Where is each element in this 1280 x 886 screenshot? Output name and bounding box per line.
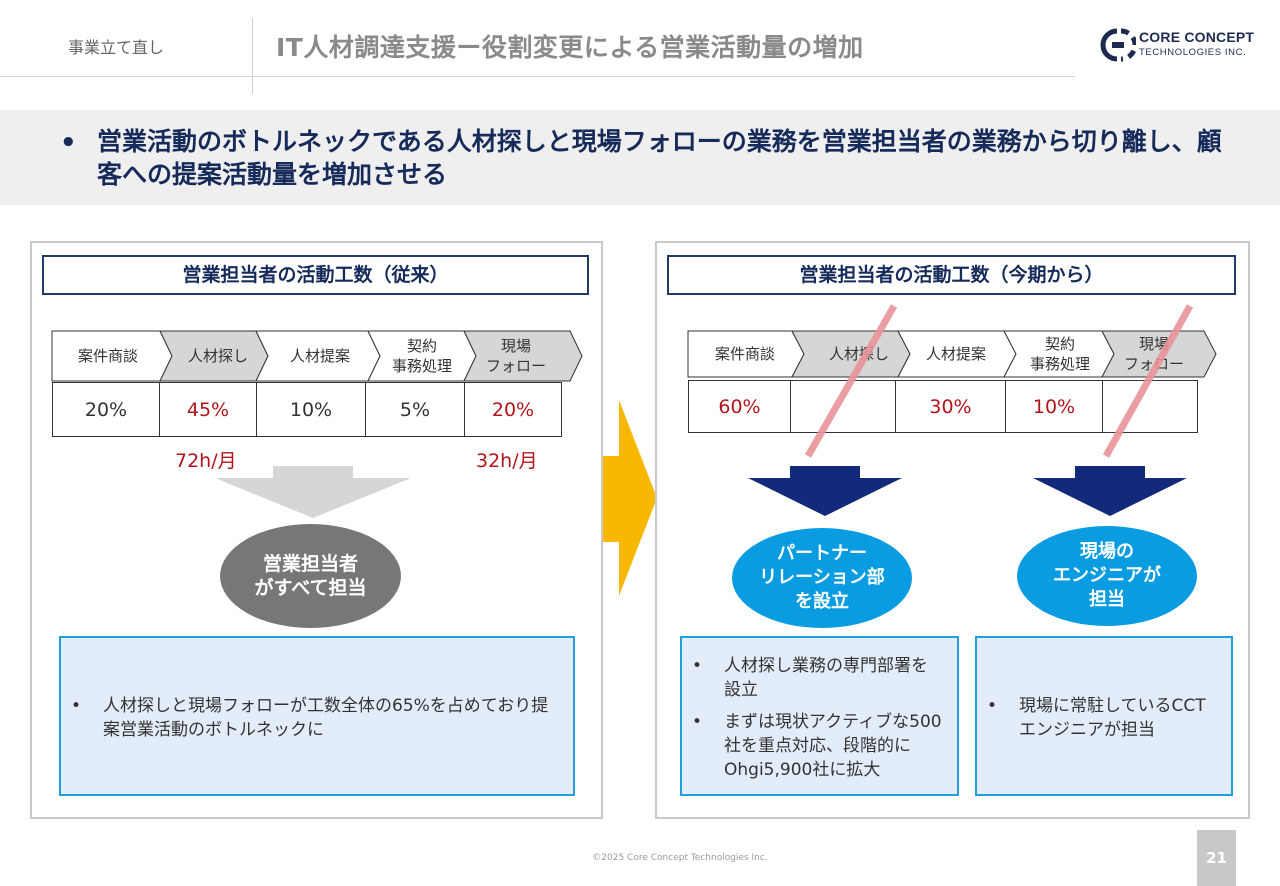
partner-relations-dept-ellipse: パートナー リレーション部 を設立 xyxy=(732,528,912,628)
value-cell: 5% xyxy=(365,382,465,437)
slide-title: IT人材調達支援ー役割変更による営業活動量の増加 xyxy=(276,33,864,62)
key-message-banner xyxy=(0,110,1280,205)
note-text: まずは現状アクティブな500社を重点対応、段階的にOhgi5,900社に拡大 xyxy=(724,712,942,780)
value-cell: 10% xyxy=(1005,380,1103,433)
header-divider-vertical xyxy=(252,18,253,94)
copyright-text: ©2025 Core Concept Technologies Inc. xyxy=(592,853,768,863)
step-label: 人材探し xyxy=(828,345,889,363)
right-note-box-left: • 人材探し業務の専門部署を設立 • まずは現状アクティブな500社を重点対応、… xyxy=(680,636,959,796)
left-process-flow xyxy=(51,330,583,382)
strike-line-talent-search xyxy=(804,304,898,458)
step-label: 人材提案 xyxy=(289,347,350,365)
strikethrough-lines xyxy=(804,304,1194,458)
note-text: 人材探し業務の専門部署を設立 xyxy=(724,656,928,700)
header-divider-horizontal xyxy=(0,76,1075,77)
left-panel-title: 営業担当者の活動工数（従来） xyxy=(42,255,589,295)
step-label: 人材提案 xyxy=(925,345,986,363)
right-note-box-right: • 現場に常駐しているCCTエンジニアが担当 xyxy=(975,636,1233,796)
process-step-highlight xyxy=(463,330,583,382)
value-cell: 20% xyxy=(464,382,562,437)
process-step-highlight xyxy=(1101,330,1217,378)
right-panel-title: 営業担当者の活動工数（今期から） xyxy=(667,255,1236,295)
page-number: 21 xyxy=(1197,830,1236,886)
step-label: 案件商談 xyxy=(77,347,138,365)
note-text: 人材探しと現場フォローが工数全体の65%を占めており提案営業活動のボトルネックに xyxy=(103,696,549,740)
key-message-text: 営業活動のボトルネックである人材探しと現場フォローの業務を営業担当者の業務から切… xyxy=(97,127,1222,189)
value-cell: 60% xyxy=(688,380,791,433)
bullet: • xyxy=(692,656,703,676)
value-cell: 30% xyxy=(895,380,1006,433)
note-item: • まずは現状アクティブな500社を重点対応、段階的にOhgi5,900社に拡大 xyxy=(682,710,943,782)
logo-subtext: TECHNOLOGIES INC. xyxy=(1139,47,1247,58)
strike-line-site-follow xyxy=(1102,304,1194,458)
down-arrow-icon xyxy=(1033,466,1187,516)
note-item: • 現場に常駐しているCCTエンジニアが担当 xyxy=(977,694,1217,742)
value-cell xyxy=(1102,380,1198,433)
note-text: 現場に常駐しているCCTエンジニアが担当 xyxy=(1019,696,1206,740)
value-cell: 45% xyxy=(159,382,257,437)
banner-bullet: • xyxy=(60,128,77,158)
step-label: 契約 事務処理 xyxy=(1029,335,1090,373)
note-item: • 人材探し業務の専門部署を設立 xyxy=(682,654,943,702)
value-cell: 20% xyxy=(52,382,160,437)
monthly-hours-label: 72h/月 xyxy=(175,450,237,472)
monthly-hours-label: 32h/月 xyxy=(476,450,538,472)
step-label: 人材探し xyxy=(187,347,248,365)
right-arrow-icon xyxy=(603,400,657,596)
all-tasks-by-sales-ellipse: 営業担当者 がすべて担当 xyxy=(220,524,401,628)
bullet: • xyxy=(692,712,703,732)
company-logo: CORE CONCEPT TECHNOLOGIES INC. xyxy=(1098,26,1266,64)
step-label: 案件商談 xyxy=(714,345,775,363)
bullet: • xyxy=(71,696,82,716)
note-item: • 人材探しと現場フォローが工数全体の65%を占めており提案営業活動のボトルネッ… xyxy=(61,694,559,742)
left-note-box: • 人材探しと現場フォローが工数全体の65%を占めており提案営業活動のボトルネッ… xyxy=(59,636,575,796)
value-cell: 10% xyxy=(256,382,366,437)
site-engineer-ellipse: 現場の エンジニアが 担当 xyxy=(1017,526,1197,626)
right-process-flow xyxy=(687,330,1217,378)
logo-text: CORE CONCEPT xyxy=(1139,29,1255,45)
section-label: 事業立て直し xyxy=(68,38,165,57)
bullet: • xyxy=(987,696,998,716)
down-arrow-icon xyxy=(215,466,411,518)
step-label: 現場 フォロー xyxy=(485,337,546,375)
core-concept-logo-icon xyxy=(1100,28,1136,62)
step-label: 契約 事務処理 xyxy=(391,337,452,375)
down-arrow-icon xyxy=(748,466,902,516)
